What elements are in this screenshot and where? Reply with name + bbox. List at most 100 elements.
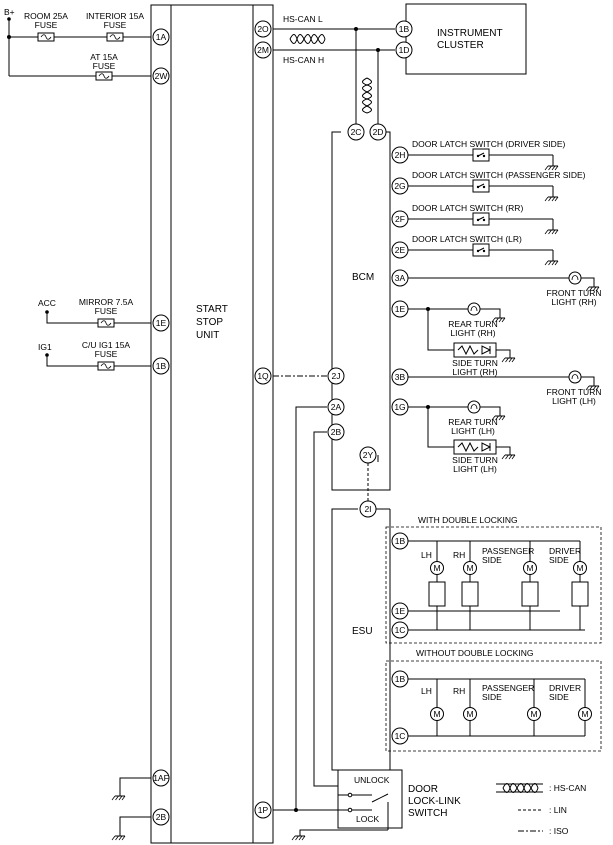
bcm-pin-2j: 2J	[327, 367, 345, 385]
ssu-pin-1a: 1A	[152, 28, 170, 46]
ssu-left-connector-strip	[150, 4, 172, 844]
at-fuse-label: AT 15A	[90, 52, 118, 62]
lock-actuator-lh-icon	[428, 581, 446, 607]
with-double-locking-label: WITH DOUBLE LOCKING	[418, 515, 518, 525]
ground-icon	[544, 260, 559, 266]
passenger-side-label1-2: PASSENGER	[482, 683, 534, 693]
switch-lever-icon	[371, 793, 389, 803]
esu-pin-1c-b: 1C	[391, 727, 409, 745]
esu-pin-1b-a: 1B	[391, 532, 409, 550]
svg-text:2A: 2A	[331, 402, 342, 412]
lh-label-2: LH	[421, 686, 432, 696]
ssu-right-connector-strip	[252, 4, 274, 844]
rear-turn-rh-label2: LIGHT (RH)	[450, 328, 495, 338]
ssu-pin-1af: 1AF	[152, 769, 170, 787]
motor-lh-letter-2: M	[433, 709, 440, 719]
bcm-pin-1e: 1E	[391, 300, 409, 318]
rear-turn-light-rh-icon	[467, 302, 481, 316]
svg-text:2B: 2B	[156, 812, 167, 822]
bcm-pin-2d: 2D	[369, 123, 387, 141]
lock-label: LOCK	[356, 814, 379, 824]
cluster-pin-1d: 1D	[395, 41, 413, 59]
svg-text:1P: 1P	[258, 805, 269, 815]
lock-actuator-rh-icon	[461, 581, 479, 607]
bcm-pin-2e: 2E	[391, 241, 409, 259]
lock-switch-title-line1: DOOR	[408, 784, 438, 795]
without-double-locking-box	[385, 660, 602, 752]
svg-text:2C: 2C	[351, 127, 362, 137]
svg-text:1C: 1C	[395, 731, 406, 741]
front-turn-light-rh-icon	[568, 271, 582, 285]
svg-text:2I: 2I	[364, 504, 371, 514]
acc-label: ACC	[38, 298, 56, 308]
ssu-pin-1e: 1E	[152, 314, 170, 332]
rh-label: RH	[453, 550, 465, 560]
motor-driver-letter: M	[576, 563, 583, 573]
svg-text:1G: 1G	[394, 402, 405, 412]
lh-label: LH	[421, 550, 432, 560]
svg-text:1Q: 1Q	[257, 371, 269, 381]
svg-text:1E: 1E	[395, 606, 406, 616]
esu-outline	[331, 508, 390, 771]
legend-iso: : ISO	[549, 826, 569, 836]
at-fuse-sub: FUSE	[93, 61, 116, 71]
lock-switch-title-line2: LOCK-LINK	[408, 796, 461, 807]
passenger-side-label2: SIDE	[482, 555, 502, 565]
cluster-title-line1: INSTRUMENT	[437, 28, 503, 39]
bcm-pin-2c: 2C	[347, 123, 365, 141]
door-latch-switch-passenger-icon	[472, 179, 490, 193]
mirror-fuse-sub: FUSE	[95, 306, 118, 316]
svg-text:1C: 1C	[395, 625, 406, 635]
bcm-pin-2h: 2H	[391, 146, 409, 164]
bplus-label: B+	[4, 7, 15, 17]
interior-fuse-label: INTERIOR 15A	[86, 11, 144, 21]
svg-text:2E: 2E	[395, 245, 406, 255]
front-turn-light-lh-icon	[568, 370, 582, 384]
at-fuse-icon	[95, 71, 113, 81]
legend-lin: : LIN	[549, 805, 567, 815]
side-turn-rh-label1: SIDE TURN	[452, 358, 498, 368]
wire-mirror	[46, 312, 151, 324]
wire-cu-ig1	[46, 355, 151, 367]
ssu-pin-2w: 2W	[152, 67, 170, 85]
latch-passenger-label: DOOR LATCH SWITCH (PASSENGER SIDE)	[412, 170, 586, 180]
ssu-title-line2: STOP	[196, 317, 223, 328]
ssu-title-line3: UNIT	[196, 330, 219, 341]
svg-text:2O: 2O	[257, 24, 269, 34]
ground-icon	[111, 795, 126, 801]
room-fuse-label: ROOM 25A	[24, 11, 68, 21]
esu-pin-1e: 1E	[391, 602, 409, 620]
svg-text:1AF: 1AF	[153, 773, 169, 783]
ground-icon	[501, 357, 516, 363]
bcm-pin-1g: 1G	[391, 398, 409, 416]
bcm-pin-2a: 2A	[327, 398, 345, 416]
cu-ig1-fuse-sub: FUSE	[95, 349, 118, 359]
legend-hscan: : HS-CAN	[549, 783, 586, 793]
rear-turn-lh-label1: REAR TURN	[448, 417, 497, 427]
rear-turn-rh-label1: REAR TURN	[448, 319, 497, 329]
hs-can-l-label: HS-CAN L	[283, 14, 323, 24]
driver-side-label2: SIDE	[549, 555, 569, 565]
start-stop-unit-box	[150, 4, 274, 844]
with-double-locking-box	[385, 526, 602, 644]
bcm-pin-2g: 2G	[391, 177, 409, 195]
rh-label-2: RH	[453, 686, 465, 696]
svg-text:2F: 2F	[395, 214, 405, 224]
bcm-label: BCM	[352, 272, 374, 283]
svg-text:1E: 1E	[395, 304, 406, 314]
motor-rh-letter-2: M	[466, 709, 473, 719]
ssu-title-line1: START	[196, 304, 228, 315]
door-latch-switch-lr-icon	[472, 243, 490, 257]
interior-fuse-icon	[106, 32, 124, 42]
passenger-side-label2-2: SIDE	[482, 692, 502, 702]
interior-fuse-sub: FUSE	[104, 20, 127, 30]
svg-text:2H: 2H	[395, 150, 406, 160]
hs-can-h-label: HS-CAN H	[283, 55, 324, 65]
lock-actuator-driver-icon	[571, 581, 589, 607]
passenger-side-label1: PASSENGER	[482, 546, 534, 556]
bcm-pin-3a: 3A	[391, 269, 409, 287]
svg-text:3B: 3B	[395, 372, 406, 382]
ground-icon	[501, 454, 516, 460]
lock-actuator-passenger-icon	[521, 581, 539, 607]
